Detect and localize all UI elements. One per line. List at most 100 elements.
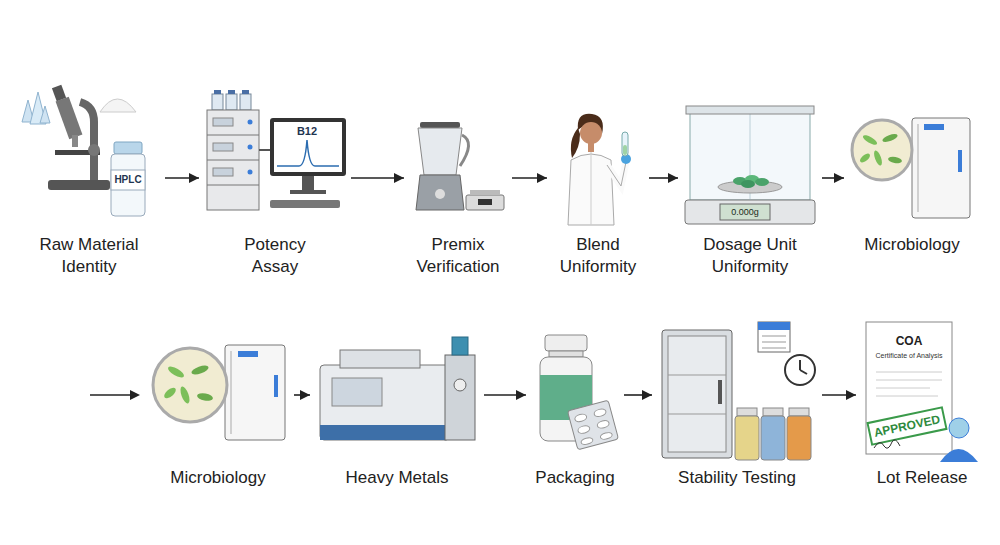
incubator — [238, 351, 258, 357]
supplement-bottle — [540, 357, 592, 441]
step-label: Packaging — [532, 467, 618, 489]
blender — [435, 189, 445, 199]
blender — [418, 128, 462, 175]
process-step: Blend Uniformity — [551, 88, 645, 278]
flow-arrow — [624, 394, 652, 396]
hplc-instrument — [248, 170, 253, 175]
sample-bottles — [735, 408, 811, 460]
scientist — [607, 162, 626, 186]
step-label: Stability Testing — [658, 467, 816, 489]
sample-bottles — [735, 416, 759, 460]
scale — [466, 190, 504, 210]
calendar — [758, 322, 790, 352]
petri-dish — [858, 152, 871, 164]
scientist — [623, 145, 627, 155]
petri-dish — [197, 392, 214, 402]
process-step: Premix Verification — [408, 88, 508, 278]
calendar — [762, 342, 786, 343]
petri-dish — [852, 120, 912, 180]
lead-in-arrow — [90, 394, 132, 396]
analytical-balance — [690, 112, 810, 200]
step-label: Dosage Unit Uniformity — [685, 234, 815, 278]
step-label: Premix Verification — [410, 234, 506, 278]
blender — [416, 122, 469, 210]
blister-pack — [568, 400, 619, 450]
stability-chamber — [668, 375, 726, 376]
monitor — [274, 122, 342, 172]
hplc-instrument — [213, 143, 233, 151]
icp-instrument — [320, 425, 450, 440]
hplc-instrument — [213, 168, 233, 176]
stability-chamber — [662, 330, 732, 458]
petri-dish — [852, 120, 912, 180]
certificate — [866, 322, 952, 454]
sample-vial — [114, 142, 142, 154]
process-step: Microbiology — [146, 330, 290, 489]
certificate — [876, 396, 938, 397]
illustration-text: COA — [896, 335, 923, 347]
scientist — [607, 162, 626, 186]
blender — [460, 135, 469, 166]
powder-pile — [100, 99, 136, 112]
petri-dish — [166, 364, 185, 379]
analytical-balance — [718, 181, 782, 193]
icp-instrument — [320, 365, 450, 440]
hplc-instrument — [228, 90, 235, 94]
icp-instrument — [454, 379, 466, 391]
certificate — [874, 440, 900, 449]
illustration-text: APPROVED — [873, 413, 941, 439]
calendar — [758, 322, 790, 352]
sample-bottles — [737, 408, 757, 416]
sample-vial — [111, 154, 145, 216]
petri-dish — [888, 156, 903, 164]
illustration-text: HPLC — [114, 175, 141, 185]
microscope — [48, 180, 110, 190]
icp-instrument — [445, 355, 475, 440]
microscope — [48, 85, 110, 190]
certificate — [868, 407, 947, 444]
incubator — [958, 150, 962, 172]
analytical-balance — [755, 178, 769, 186]
hplc-instrument — [213, 118, 233, 126]
sample-vial — [111, 142, 145, 216]
hplc-instrument — [226, 94, 237, 110]
incubator — [918, 124, 919, 212]
flow-arrow — [165, 177, 199, 179]
approver-icon — [949, 418, 969, 438]
blender — [420, 122, 460, 128]
monitor — [270, 118, 346, 176]
clock — [799, 360, 801, 370]
petri-dish — [190, 364, 209, 377]
scientist — [568, 114, 631, 225]
process-step: Stability Testing — [656, 330, 818, 489]
hplc-instrument — [212, 94, 223, 110]
hplc-instrument — [207, 90, 270, 210]
lead-in-arrow — [130, 390, 140, 400]
flow-arrow — [822, 394, 856, 396]
flow-arrow — [484, 394, 526, 396]
supplement-bottle — [549, 351, 583, 357]
illustration-text: B12 — [297, 126, 317, 137]
microscope — [72, 135, 78, 147]
process-step: Microbiology — [848, 88, 976, 256]
analytical-balance — [686, 106, 814, 114]
hplc-instrument — [259, 149, 270, 151]
clock — [800, 370, 807, 374]
stability-chamber — [668, 414, 726, 415]
step-label: Microbiology — [148, 467, 288, 489]
blister-pack — [580, 437, 593, 446]
approver-icon — [940, 418, 978, 462]
scientist — [580, 122, 602, 144]
scientist — [588, 143, 594, 152]
icp-instrument — [340, 350, 420, 368]
scientist — [622, 132, 628, 156]
monitor — [302, 176, 314, 190]
icp-instrument — [320, 337, 475, 440]
petri-dish — [162, 386, 177, 400]
incubator — [231, 351, 232, 434]
microscope — [56, 97, 83, 139]
